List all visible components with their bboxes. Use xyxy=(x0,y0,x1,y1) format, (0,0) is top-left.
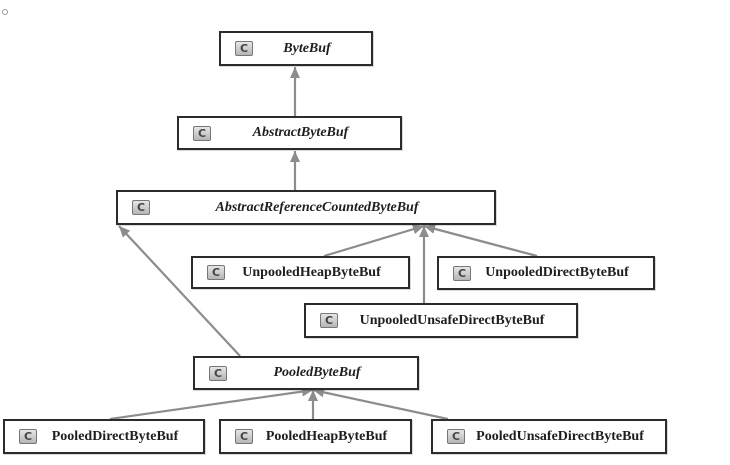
class-icon: C xyxy=(193,125,211,141)
node-unpooled-heap-bytebuf[interactable]: C UnpooledHeapByteBuf xyxy=(191,256,410,289)
inheritance-edge xyxy=(109,388,314,421)
class-icon: C xyxy=(235,41,253,56)
arrow-head-icon xyxy=(308,390,318,401)
class-icon: C xyxy=(19,429,37,444)
node-pooled-unsafe-direct-bytebuf[interactable]: C PooledUnsafeDirectByteBuf xyxy=(431,419,667,454)
node-pooled-bytebuf[interactable]: C PooledByteBuf xyxy=(193,356,419,390)
arrow-head-icon xyxy=(290,67,300,78)
node-label: ByteBuf xyxy=(283,40,331,56)
arrow-head-icon xyxy=(119,226,131,238)
node-bytebuf[interactable]: C ByteBuf xyxy=(219,31,373,66)
inheritance-edge xyxy=(323,224,425,258)
class-icon: C xyxy=(447,429,465,444)
arrow-head-icon xyxy=(424,223,436,234)
class-icon: C xyxy=(320,313,338,328)
inheritance-edge xyxy=(118,225,241,357)
class-icon: C xyxy=(209,365,227,381)
node-label: UnpooledDirectByteBuf xyxy=(485,265,629,280)
node-pooled-heap-bytebuf[interactable]: C PooledHeapByteBuf xyxy=(219,419,412,454)
inheritance-edge xyxy=(312,388,449,421)
node-label: PooledHeapByteBuf xyxy=(265,428,388,444)
node-label: PooledByteBuf xyxy=(273,365,361,380)
node-label: UnpooledHeapByteBuf xyxy=(242,264,381,280)
inheritance-edge xyxy=(423,224,538,258)
node-label: PooledUnsafeDirectByteBuf xyxy=(476,428,644,444)
node-abstract-bytebuf[interactable]: C AbstractByteBuf xyxy=(177,116,402,150)
arrow-head-icon xyxy=(290,151,300,162)
class-icon: C xyxy=(207,265,225,280)
node-label: AbstractByteBuf xyxy=(252,125,349,140)
arrow-head-icon xyxy=(419,226,429,237)
arrow-head-icon xyxy=(412,224,424,234)
node-unpooled-direct-bytebuf[interactable]: C UnpooledDirectByteBuf xyxy=(437,256,655,290)
node-label: AbstractReferenceCountedByteBuf xyxy=(215,199,419,215)
node-pooled-direct-bytebuf[interactable]: C PooledDirectByteBuf xyxy=(3,419,205,454)
class-icon: C xyxy=(132,200,150,215)
node-unpooled-unsafe-direct-bytebuf[interactable]: C UnpooledUnsafeDirectByteBuf xyxy=(304,303,578,338)
class-icon: C xyxy=(453,265,471,281)
node-label: UnpooledUnsafeDirectByteBuf xyxy=(359,312,545,328)
node-abstract-reference-counted-bytebuf[interactable]: C AbstractReferenceCountedByteBuf xyxy=(116,190,496,225)
corner-dot xyxy=(2,9,8,15)
node-label: PooledDirectByteBuf xyxy=(51,428,179,444)
class-icon: C xyxy=(235,429,253,444)
